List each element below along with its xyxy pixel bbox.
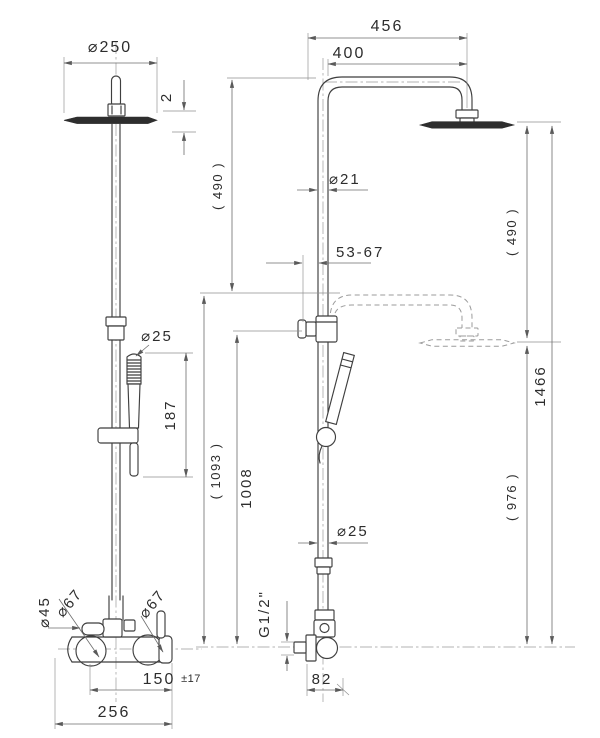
dim-inlet-spacing: 150: [143, 671, 176, 688]
dim-overall-height: 1466: [532, 365, 549, 406]
slide-bracket: [97, 427, 139, 444]
dim-wall-offset: 82: [312, 671, 333, 688]
side-riser-pipe: [297, 119, 338, 611]
dim-lower-tube-diameter: ⌀25: [337, 523, 369, 540]
dim-head-diameter: ⌀250: [88, 39, 132, 56]
dim-head-drop: ( 490 ): [504, 208, 519, 256]
dim-column-height: ( 1093 ): [208, 443, 223, 500]
lever-grip: [81, 622, 105, 636]
lever-pivot: [102, 618, 123, 638]
dim-lever-diameter: ⌀45: [36, 596, 53, 628]
front-mixer-valve: [67, 610, 173, 667]
side-shower-arm: [317, 76, 516, 129]
side-dimensions: 456 400 ( 490 ) ⌀21 53-67 ( 490 ): [200, 18, 561, 696]
side-centerlines: [196, 58, 575, 702]
wall-flange: [305, 634, 317, 662]
side-head-disc: [418, 121, 516, 129]
dim-head-thickness: 2: [158, 92, 175, 102]
dim-connection-thread: G1/2": [256, 590, 273, 638]
dim-inlet-tolerance: ±17: [181, 673, 201, 685]
front-overhead-shower: [63, 75, 158, 124]
handshower-ribs: [126, 359, 142, 382]
dim-lower-height: ( 976 ): [504, 473, 519, 521]
dim-arm-overall: 456: [371, 18, 404, 35]
front-view: ⌀250 2 ⌀25 187 ⌀45 ⌀67 ⌀67: [36, 39, 202, 729]
slider-knob: [305, 321, 317, 337]
dim-handshower-length: 187: [162, 399, 179, 430]
front-riser-pipe: [105, 123, 127, 621]
dim-overall-width: 256: [98, 704, 131, 721]
slider-knob-cap: [297, 319, 307, 339]
dim-lower-tube-length: 1008: [238, 467, 255, 508]
valve-ball: [315, 636, 339, 660]
escutcheon-left: [75, 635, 107, 667]
side-wall-connection: [293, 609, 339, 662]
side-dashed-lower-position: [329, 294, 516, 347]
g-half-stub: [293, 641, 307, 654]
front-head-disc: [63, 116, 158, 124]
dim-arm-reach: 400: [333, 45, 366, 62]
valve-end-cap: [158, 635, 173, 664]
front-hand-shower: [97, 353, 142, 477]
dim-wall-clearance: 53-67: [336, 244, 384, 261]
side-hand-shower: [315, 351, 356, 464]
diverter-box: [123, 619, 136, 632]
dim-handshower-diameter: ⌀25: [141, 328, 173, 345]
dim-escutcheon-left: ⌀67: [53, 585, 86, 620]
handshower-holder: [315, 426, 337, 448]
dim-riser-travel: ( 490 ): [210, 162, 225, 210]
temperature-knob: [156, 610, 166, 639]
dim-riser-diameter: ⌀21: [329, 171, 361, 188]
slider-block: [315, 315, 338, 343]
side-view: 456 400 ( 490 ) ⌀21 53-67 ( 490 ): [196, 18, 575, 702]
